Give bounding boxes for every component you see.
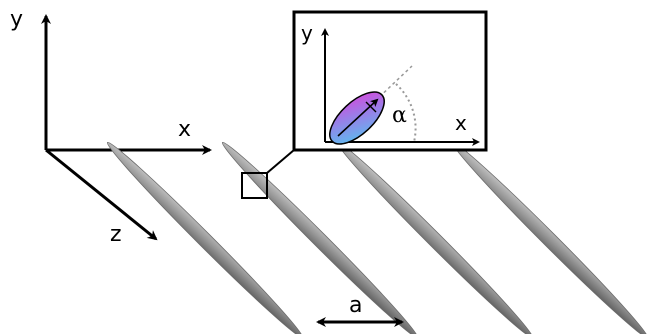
rod-2 bbox=[221, 141, 419, 334]
rods bbox=[106, 141, 649, 334]
angle-arc bbox=[395, 83, 417, 143]
y-axis-label: y bbox=[10, 7, 23, 32]
z-axis bbox=[45, 148, 158, 241]
angle-label: α bbox=[392, 103, 407, 128]
inset-y-label: y bbox=[301, 21, 313, 45]
inset-x-label: x bbox=[455, 111, 467, 135]
spacing-annotation: a bbox=[316, 293, 404, 327]
main-axes: y x z bbox=[10, 7, 212, 247]
dipole-cross bbox=[365, 101, 377, 113]
rod-3 bbox=[336, 141, 534, 334]
zoom-indicator bbox=[241, 149, 295, 199]
rod-1 bbox=[106, 141, 304, 334]
x-axis-label: x bbox=[178, 117, 191, 142]
rod-4 bbox=[451, 141, 649, 334]
zoom-box bbox=[241, 172, 268, 199]
inset-panel: y x α bbox=[292, 10, 488, 152]
spacing-label: a bbox=[349, 293, 362, 318]
zoom-connector-top bbox=[266, 149, 295, 174]
z-axis-label: z bbox=[110, 222, 122, 247]
